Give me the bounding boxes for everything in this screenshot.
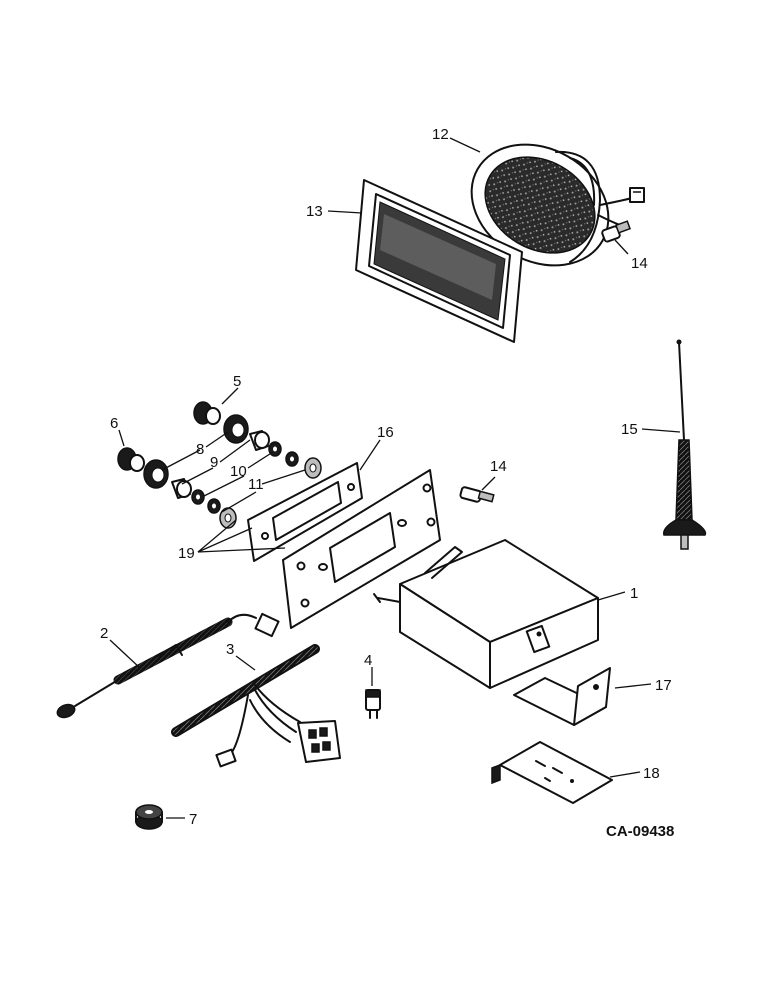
speaker-connector-top [601,220,631,243]
power-wire [56,612,280,719]
fuse [365,689,381,719]
radio-unit [373,539,599,689]
callout-16: 16 [377,424,394,441]
callout-13: 13 [306,203,323,220]
callout-11: 11 [248,476,264,493]
callout-labels: 1 2 3 4 5 6 7 8 9 10 11 12 13 14 14 15 1… [100,126,674,840]
callout-12: 12 [432,126,449,143]
antenna [663,339,707,550]
wiring-harness [171,644,341,768]
knob-lower [117,447,145,472]
callout-5: 5 [233,373,241,390]
spacers [171,430,270,499]
mounting-bracket [491,741,613,804]
callout-7: 7 [189,811,197,828]
callout-9: 9 [210,454,218,471]
callout-8: 8 [196,441,204,458]
callout-6: 6 [110,415,118,432]
speaker-bezel [355,179,523,343]
callout-3: 3 [226,641,234,658]
callout-17: 17 [655,677,672,694]
leader-lines [109,137,681,819]
speaker [470,143,645,267]
callout-14-top: 14 [631,255,648,272]
callout-15: 15 [621,421,638,438]
callout-14-mid: 14 [490,458,507,475]
callout-19: 19 [178,545,195,562]
callout-1: 1 [630,585,638,602]
radio-connector [459,486,495,503]
callout-2: 2 [100,625,108,642]
callout-4: 4 [364,652,372,669]
trim-plate [247,462,363,562]
mounting-plate [282,469,441,629]
knob-upper [193,401,221,425]
drawing-code: CA-09438 [606,823,674,840]
rings [143,414,249,489]
bracket [513,667,611,726]
callout-18: 18 [643,765,660,782]
grommet [135,804,163,830]
callout-10: 10 [230,463,247,480]
